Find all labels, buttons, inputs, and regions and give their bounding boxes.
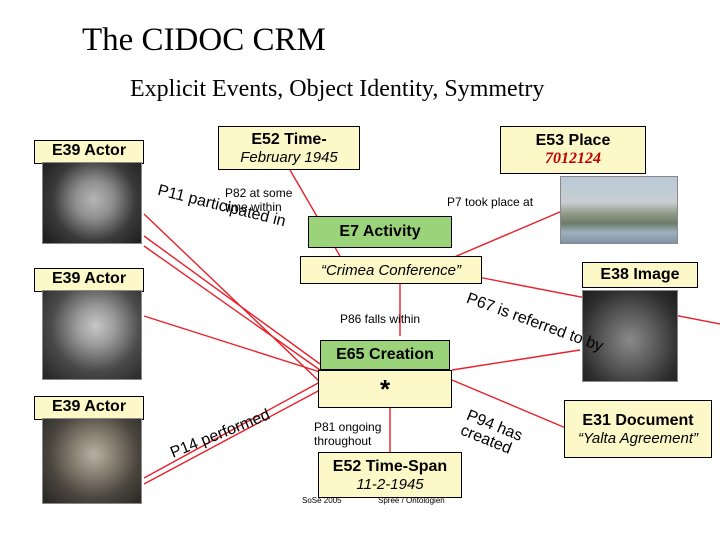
edge-actor3-creation <box>143 389 321 485</box>
slide-subtitle: Explicit Events, Object Identity, Symmet… <box>130 76 545 102</box>
activity-box: E7 Activity <box>308 216 452 248</box>
image-box: E38 Image <box>582 262 698 288</box>
edge-actor1-activity <box>143 213 321 383</box>
portrait-stalin-image <box>42 418 142 504</box>
creation-value-box: * <box>318 370 452 408</box>
conference-photo-image <box>582 290 678 382</box>
footer-right: Spree / Ontologien <box>378 496 445 505</box>
activity-value: “Crimea Conference” <box>320 261 462 279</box>
timespan-bottom-box: E52 Time-Span 11-2-1945 <box>318 452 462 498</box>
activity-title: E7 Activity <box>339 223 421 240</box>
actor-stalin-label: E39 Actor <box>34 396 144 420</box>
edge-actor2-creation <box>143 381 321 479</box>
creation-box: E65 Creation <box>320 340 450 370</box>
timespan-top-title: E52 Time- <box>251 130 327 148</box>
edge-actor1-creation <box>143 315 321 373</box>
palace-photo-image <box>560 176 678 244</box>
actor-roosevelt-label: E39 Actor <box>34 268 144 292</box>
actor-churchill-label: E39 Actor <box>34 140 144 164</box>
place-box: E53 Place 7012124 <box>500 126 646 174</box>
footer-left: SoSe 2005 <box>302 496 342 505</box>
portrait-churchill-image <box>42 162 142 244</box>
edge-label-p86: P86 falls within <box>340 312 421 326</box>
document-title: E31 Document <box>582 411 694 429</box>
image-title: E38 Image <box>600 266 680 283</box>
timespan-bottom-value: 11-2-1945 <box>356 475 424 493</box>
edge-creation-document <box>451 379 581 435</box>
portrait-roosevelt-image <box>42 290 142 380</box>
edge-creation-image <box>451 349 581 371</box>
edge-label-p81: P81 ongoing throughout <box>314 420 382 448</box>
edge-actor3-activity <box>143 245 321 371</box>
edge-label-p82: P82 at some time within <box>225 186 293 214</box>
document-value: “Yalta Agreement” <box>577 429 699 447</box>
timespan-top-box: E52 Time- February 1945 <box>218 126 360 170</box>
place-value: 7012124 <box>545 150 601 167</box>
timespan-top-value: February 1945 <box>240 148 338 166</box>
document-box: E31 Document “Yalta Agreement” <box>564 400 712 458</box>
edge-label-p7: P7 took place at <box>447 195 534 209</box>
activity-value-box: “Crimea Conference” <box>300 256 482 284</box>
place-title: E53 Place <box>535 132 611 149</box>
timespan-bottom-title: E52 Time-Span <box>332 457 448 475</box>
creation-title: E65 Creation <box>336 346 434 363</box>
edge-actor2-activity <box>143 235 321 365</box>
slide-title: The CIDOC CRM <box>82 22 326 58</box>
creation-value: * <box>379 373 391 404</box>
